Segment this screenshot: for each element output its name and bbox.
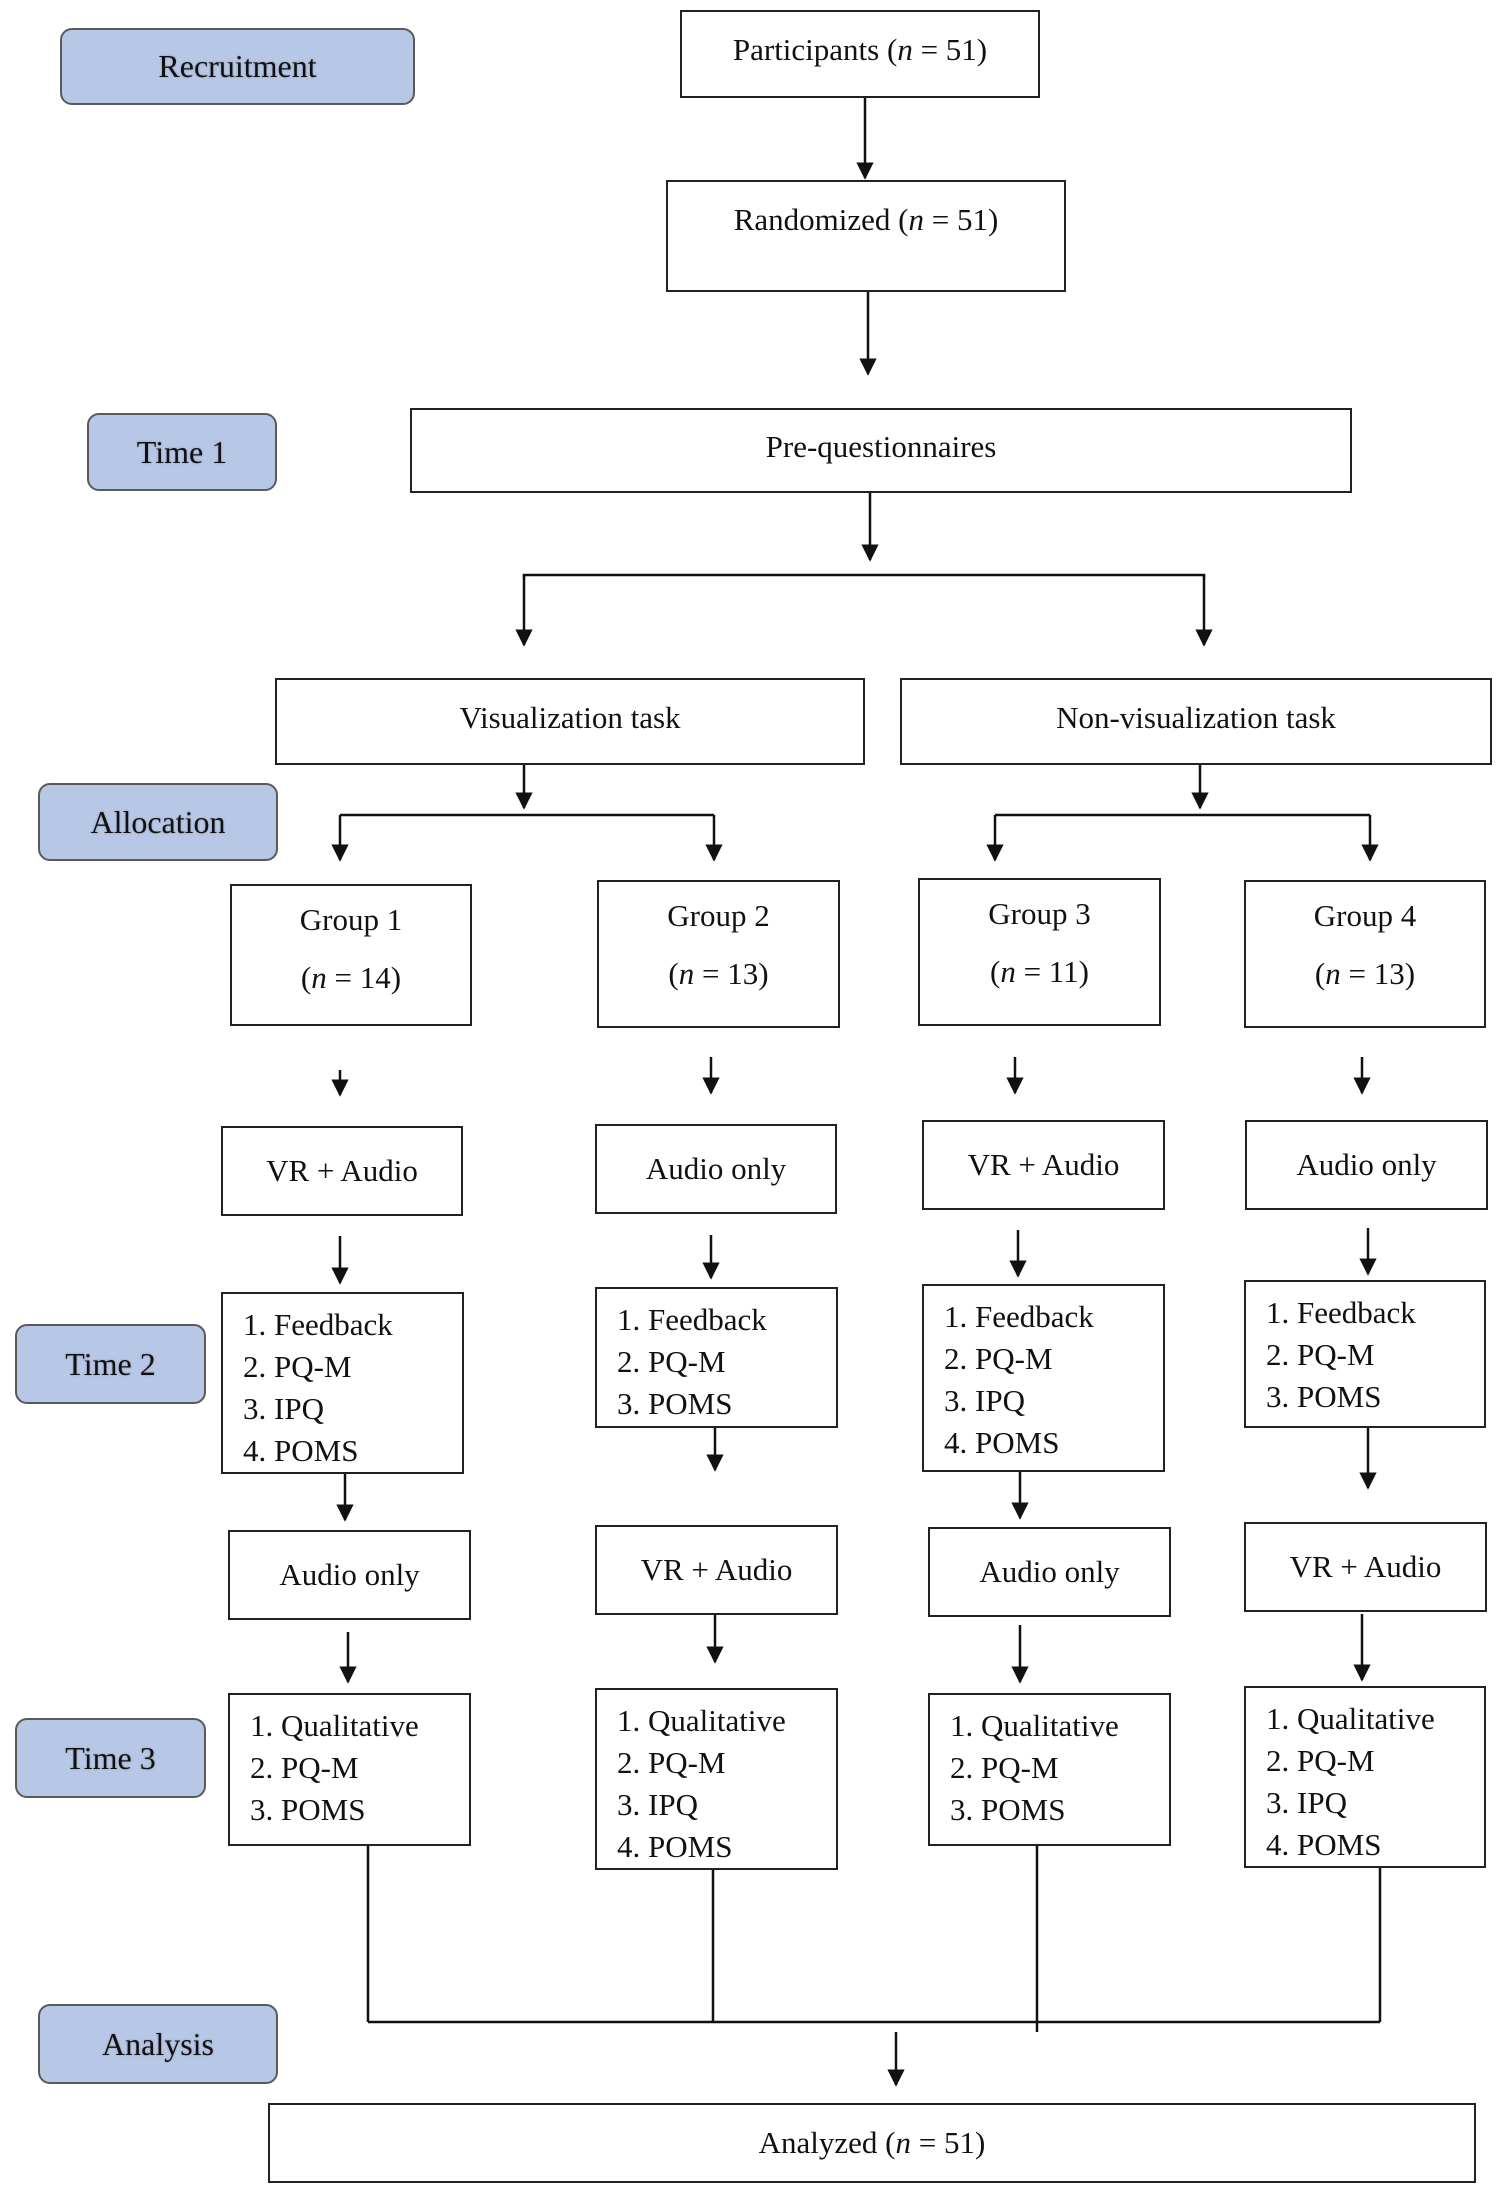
split-connector-tasks: [522, 573, 1206, 578]
group-2-second-condition-box: VR + Audio: [595, 1525, 838, 1615]
list-item: 1. Feedback: [1266, 1295, 1416, 1330]
list-item: 4. POMS: [944, 1425, 1060, 1460]
group-4-time3-questionnaires: 1. Qualitative 2. PQ-M 3. IPQ 4. POMS: [1244, 1686, 1486, 1868]
list-item: 4. POMS: [243, 1433, 359, 1468]
stage-label-time-3: Time 3: [15, 1718, 206, 1798]
group-1-box: Group 1 (n = 14): [230, 884, 472, 1026]
list-item: 1. Qualitative: [950, 1708, 1119, 1743]
randomized-box: Randomized (n = 51): [666, 180, 1066, 292]
list-item: 1. Feedback: [617, 1302, 767, 1337]
stage-label-time-2: Time 2: [15, 1324, 206, 1404]
list-item: 4. POMS: [1266, 1827, 1382, 1862]
group-1-second-condition-box: Audio only: [228, 1530, 471, 1620]
list-item: 1. Qualitative: [250, 1708, 419, 1743]
list-item: 3. POMS: [1266, 1379, 1382, 1414]
list-item: 2. PQ-M: [243, 1349, 352, 1384]
list-item: 3. POMS: [250, 1792, 366, 1827]
group-1-time3-questionnaires: 1. Qualitative 2. PQ-M 3. POMS: [228, 1693, 471, 1846]
group-3-first-condition-box: VR + Audio: [922, 1120, 1165, 1210]
group-3-second-condition-box: Audio only: [928, 1527, 1171, 1617]
group-1-first-condition-box: VR + Audio: [221, 1126, 463, 1216]
list-item: 2. PQ-M: [944, 1341, 1053, 1376]
group-3-time3-questionnaires: 1. Qualitative 2. PQ-M 3. POMS: [928, 1693, 1171, 1846]
list-item: 3. IPQ: [617, 1787, 698, 1822]
group-3-time2-questionnaires: 1. Feedback 2. PQ-M 3. IPQ 4. POMS: [922, 1284, 1165, 1472]
group-4-first-condition-box: Audio only: [1245, 1120, 1488, 1210]
group-3-box: Group 3 (n = 11): [918, 878, 1161, 1026]
group-2-time2-questionnaires: 1. Feedback 2. PQ-M 3. POMS: [595, 1287, 838, 1428]
group-4-second-condition-box: VR + Audio: [1244, 1522, 1487, 1612]
stage-label-analysis: Analysis: [38, 2004, 278, 2084]
stage-label-recruitment: Recruitment: [60, 28, 415, 105]
group-2-first-condition-box: Audio only: [595, 1124, 837, 1214]
group-1-time2-questionnaires: 1. Feedback 2. PQ-M 3. IPQ 4. POMS: [221, 1292, 464, 1474]
list-item: 1. Feedback: [944, 1299, 1094, 1334]
list-item: 2. PQ-M: [1266, 1337, 1375, 1372]
list-item: 2. PQ-M: [617, 1344, 726, 1379]
list-item: 2. PQ-M: [1266, 1743, 1375, 1778]
list-item: 1. Feedback: [243, 1307, 393, 1342]
list-item: 2. PQ-M: [617, 1745, 726, 1780]
group-4-time2-questionnaires: 1. Feedback 2. PQ-M 3. POMS: [1244, 1280, 1486, 1428]
analyzed-box: Analyzed (n = 51): [268, 2103, 1476, 2183]
group-2-time3-questionnaires: 1. Qualitative 2. PQ-M 3. IPQ 4. POMS: [595, 1688, 838, 1870]
stage-label-allocation: Allocation: [38, 783, 278, 861]
visualization-task-box: Visualization task: [275, 678, 865, 765]
list-item: 2. PQ-M: [250, 1750, 359, 1785]
list-item: 3. POMS: [950, 1792, 1066, 1827]
list-item: 2. PQ-M: [950, 1750, 1059, 1785]
stage-label-time-1: Time 1: [87, 413, 277, 491]
group-2-box: Group 2 (n = 13): [597, 880, 840, 1028]
list-item: 4. POMS: [617, 1829, 733, 1864]
group-4-box: Group 4 (n = 13): [1244, 880, 1486, 1028]
participants-box: Participants (n = 51): [680, 10, 1040, 98]
list-item: 1. Qualitative: [1266, 1701, 1435, 1736]
list-item: 3. IPQ: [1266, 1785, 1347, 1820]
list-item: 3. IPQ: [944, 1383, 1025, 1418]
pre-questionnaires-box: Pre-questionnaires: [410, 408, 1352, 493]
non-visualization-task-box: Non-visualization task: [900, 678, 1492, 765]
list-item: 3. POMS: [617, 1386, 733, 1421]
list-item: 3. IPQ: [243, 1391, 324, 1426]
list-item: 1. Qualitative: [617, 1703, 786, 1738]
